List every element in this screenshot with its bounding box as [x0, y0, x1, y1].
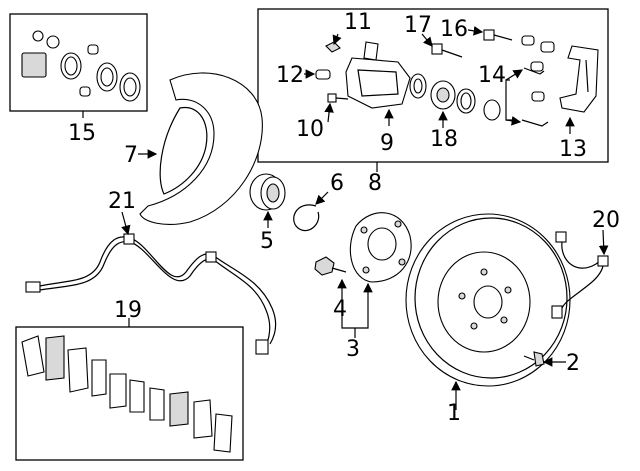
- callout-4: 4: [333, 297, 347, 322]
- callout-17: 17: [404, 13, 432, 38]
- callout-21: 21: [108, 189, 136, 214]
- hub-bolt: [314, 256, 347, 276]
- wheel-hub: [349, 212, 412, 283]
- callout-7: 7: [124, 143, 138, 168]
- wheel-bearing: [249, 173, 286, 211]
- seal-kit-box: [9, 13, 148, 112]
- callout-18: 18: [430, 127, 458, 152]
- abs-sensor-right: [551, 231, 609, 319]
- callout-5: 5: [260, 229, 274, 254]
- abs-sensor-harness: [25, 233, 277, 355]
- splash-shield: [139, 72, 263, 225]
- callout-9: 9: [380, 131, 394, 156]
- callout-20: 20: [592, 208, 620, 233]
- caliper-assembly-box: [257, 8, 609, 163]
- callout-1: 1: [447, 401, 461, 426]
- brake-pad-set-box: [15, 326, 244, 461]
- callout-12: 12: [276, 63, 304, 88]
- callout-10: 10: [296, 117, 324, 142]
- callout-14: 14: [478, 63, 506, 88]
- callout-19: 19: [114, 298, 142, 323]
- callout-15: 15: [68, 121, 96, 146]
- callout-8: 8: [368, 171, 382, 196]
- callout-2: 2: [566, 351, 580, 376]
- callout-3: 3: [346, 337, 360, 362]
- callout-labels: 1 2 3 4 5 6 7 8 9 10 11 12 13 14 15 16 1…: [68, 10, 620, 426]
- callout-16: 16: [440, 17, 468, 42]
- callout-6: 6: [330, 171, 344, 196]
- callout-13: 13: [559, 137, 587, 162]
- callout-11: 11: [344, 10, 372, 35]
- rotor-screw: [523, 351, 545, 367]
- snap-ring: [293, 204, 320, 232]
- callout-lines: [82, 26, 609, 410]
- brake-rotor: [405, 213, 571, 387]
